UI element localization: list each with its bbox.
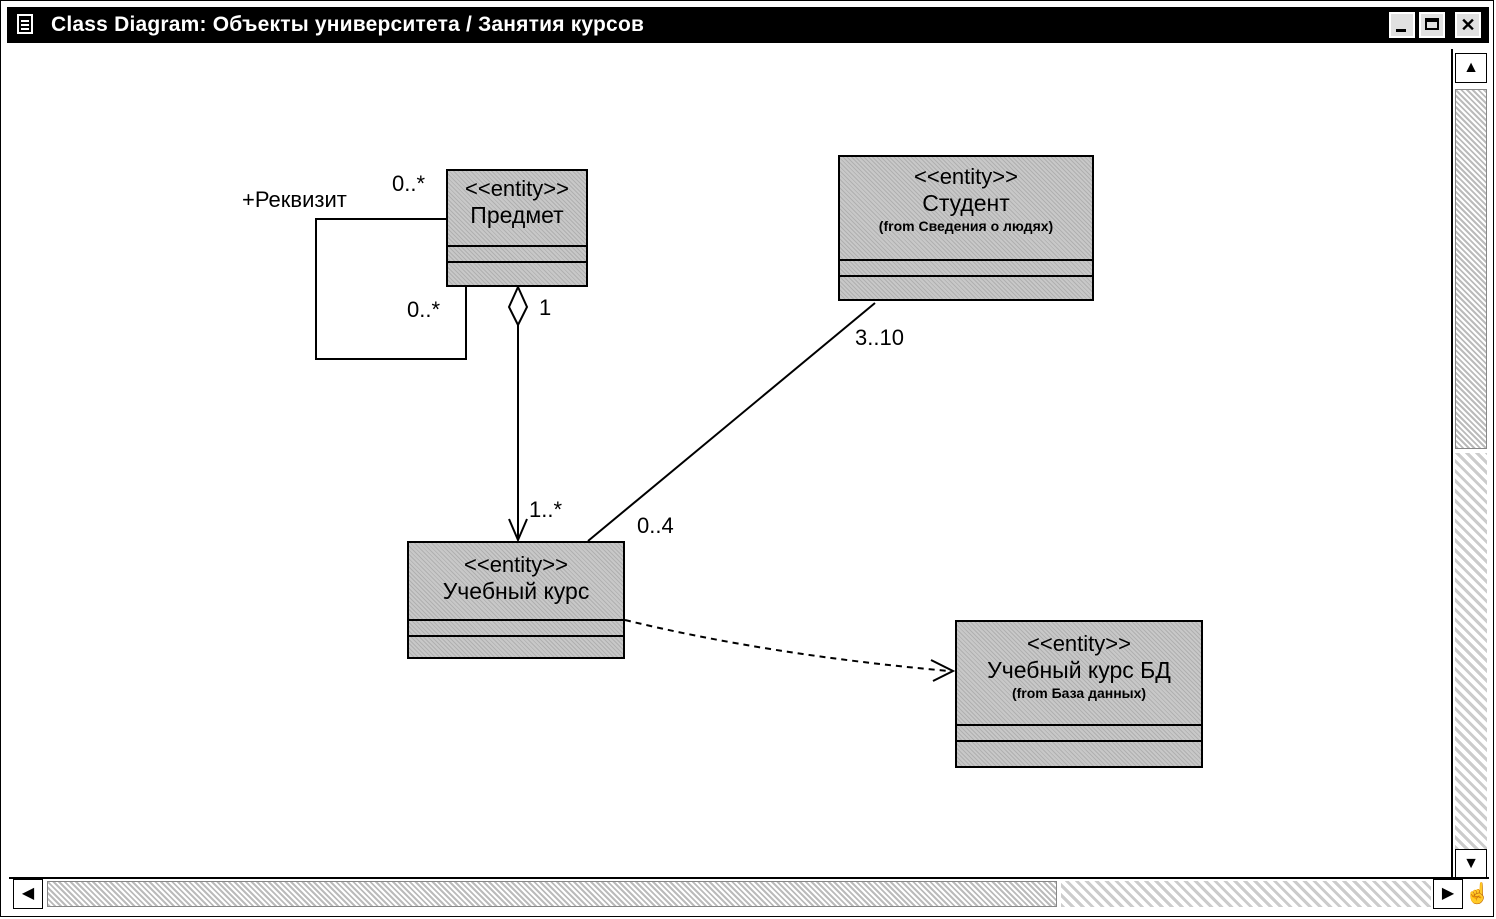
connectors (315, 218, 956, 682)
maximize-button[interactable] (1419, 12, 1445, 38)
dependency-line (624, 619, 950, 672)
horizontal-scroll-thumb[interactable] (47, 881, 1057, 907)
arrow-left-icon[interactable]: ◀ (13, 879, 43, 909)
attributes-compartment (957, 724, 1201, 726)
attributes-compartment (448, 245, 586, 247)
role-rekvizit: +Реквизит (242, 187, 347, 212)
operations-compartment (957, 740, 1201, 742)
aggregation-diamond (507, 284, 529, 328)
stereotype: <<entity>> (465, 176, 569, 201)
minimize-button[interactable] (1389, 12, 1415, 38)
class-package: (from Сведения о людях) (878, 218, 1054, 234)
multiplicity-whole: 1 (539, 295, 552, 320)
arrow-right-icon[interactable]: ▶ (1433, 879, 1463, 909)
multiplicity-self-bottom: 0..* (407, 297, 441, 322)
class-predmet[interactable]: <<entity>> Предмет (446, 169, 588, 287)
arrow-down-icon[interactable]: ▼ (1455, 849, 1487, 879)
class-name: Студент (922, 190, 1010, 216)
multiplicity-student: 3..10 (855, 325, 904, 350)
attributes-compartment (840, 259, 1092, 261)
multiplicity-part: 1..* (529, 497, 563, 522)
window-title: Class Diagram: Объекты университета / За… (51, 13, 645, 36)
class-name: Учебный курс БД (987, 657, 1171, 683)
vertical-scrollbar[interactable]: ▲ ▼ (1451, 49, 1489, 879)
class-kurs[interactable]: <<entity>> Учебный курс (407, 541, 625, 659)
attributes-compartment (409, 619, 623, 621)
class-name: Предмет (470, 202, 564, 228)
self-association-line (315, 218, 467, 360)
operations-compartment (448, 261, 586, 263)
stereotype: <<entity>> (1027, 631, 1131, 656)
student-course-association (587, 302, 876, 542)
dependency-arrowhead (930, 659, 956, 682)
aggregation-arrowhead (508, 518, 528, 543)
diagram-canvas[interactable]: <<entity>> Предмет <<entity>> Студент (f… (9, 45, 1449, 877)
document-icon[interactable] (17, 14, 33, 34)
hand-pointer-icon: ☝ (1465, 883, 1490, 905)
arrow-up-icon[interactable]: ▲ (1455, 53, 1487, 83)
operations-compartment (409, 635, 623, 637)
operations-compartment (840, 275, 1092, 277)
multiplicity-kurs: 0..4 (637, 513, 674, 538)
close-button[interactable]: ✕ (1455, 12, 1481, 38)
title-bar[interactable]: Class Diagram: Объекты университета / За… (7, 7, 1489, 43)
class-kurs-bd[interactable]: <<entity>> Учебный курс БД (from База да… (955, 620, 1203, 768)
class-package: (from База данных) (1011, 685, 1147, 701)
multiplicity-self-top: 0..* (392, 171, 426, 196)
class-name: Учебный курс (442, 578, 590, 604)
vertical-scroll-track[interactable] (1455, 453, 1487, 849)
stereotype: <<entity>> (914, 164, 1018, 189)
class-student[interactable]: <<entity>> Студент (from Сведения о людя… (838, 155, 1094, 301)
vertical-scroll-thumb[interactable] (1455, 89, 1487, 449)
stereotype: <<entity>> (464, 552, 568, 577)
horizontal-scrollbar[interactable]: ◀ ▶ ☝ (9, 877, 1490, 911)
horizontal-scroll-track[interactable] (1061, 881, 1431, 907)
